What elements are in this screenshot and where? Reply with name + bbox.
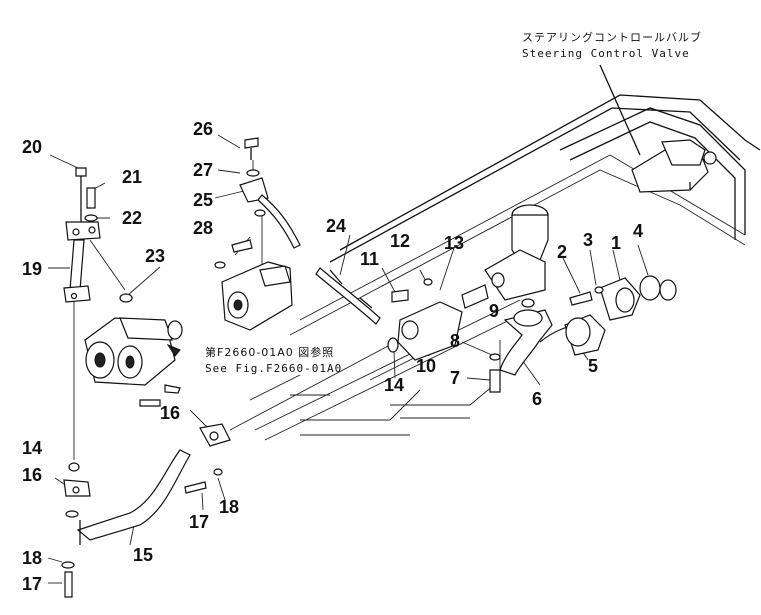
valve-label-jp: ステアリングコントロールバルブ [522, 30, 702, 44]
callout-28: 28 [193, 218, 213, 238]
callout-22: 22 [122, 208, 142, 228]
sleeve-5 [564, 314, 606, 356]
reference-label-en: See Fig.F2660-01A0 [205, 362, 342, 375]
callout-11: 11 [360, 249, 379, 269]
bolts-7-8 [489, 353, 501, 393]
callout-25: 25 [193, 190, 213, 210]
callout-9: 9 [489, 301, 499, 321]
callout-18b: 18 [22, 548, 42, 568]
callout-16b: 16 [22, 465, 42, 485]
callout-2: 2 [557, 242, 567, 262]
callout-17b: 17 [22, 574, 42, 594]
callout-7: 7 [450, 368, 460, 388]
flange-1 [569, 275, 677, 321]
tube-25 [239, 137, 301, 249]
callout-13: 13 [444, 233, 464, 253]
callout-4: 4 [633, 221, 643, 241]
tube-assembly-19 [63, 167, 133, 303]
callout-16a: 16 [160, 403, 180, 423]
pipe-15 [61, 423, 231, 598]
callout-18a: 18 [219, 497, 239, 517]
callout-20: 20 [22, 137, 42, 157]
callout-23: 23 [145, 246, 165, 266]
callout-3: 3 [583, 230, 593, 250]
callout-27: 27 [193, 160, 213, 180]
callout-12: 12 [390, 231, 410, 251]
callout-26: 26 [193, 119, 213, 139]
reference-label-jp: 第F2660-01A0 図参照 [205, 345, 334, 359]
steering-control-valve [631, 139, 717, 193]
callout-14b: 14 [22, 438, 42, 458]
callout-21: 21 [122, 167, 142, 187]
pump-body [84, 317, 183, 407]
valve-label-en: Steering Control Valve [522, 47, 690, 60]
callout-5: 5 [588, 356, 598, 376]
callout-15: 15 [133, 545, 153, 565]
manifold-10 [387, 278, 489, 361]
callout-14a: 14 [384, 375, 404, 395]
callout-6: 6 [532, 389, 542, 409]
callout-10: 10 [416, 356, 436, 376]
motor-unit [214, 239, 293, 331]
callout-17a: 17 [189, 512, 209, 532]
callout-19: 19 [22, 259, 42, 279]
frame-outline [289, 94, 761, 336]
callout-24: 24 [326, 216, 346, 236]
hose-24 [315, 267, 381, 325]
callout-numbers: 1 2 3 4 5 6 7 8 9 10 11 12 13 14 14 15 1… [22, 119, 643, 594]
callout-1: 1 [611, 233, 621, 253]
filter-assembly [484, 204, 549, 301]
callout-8: 8 [450, 331, 460, 351]
